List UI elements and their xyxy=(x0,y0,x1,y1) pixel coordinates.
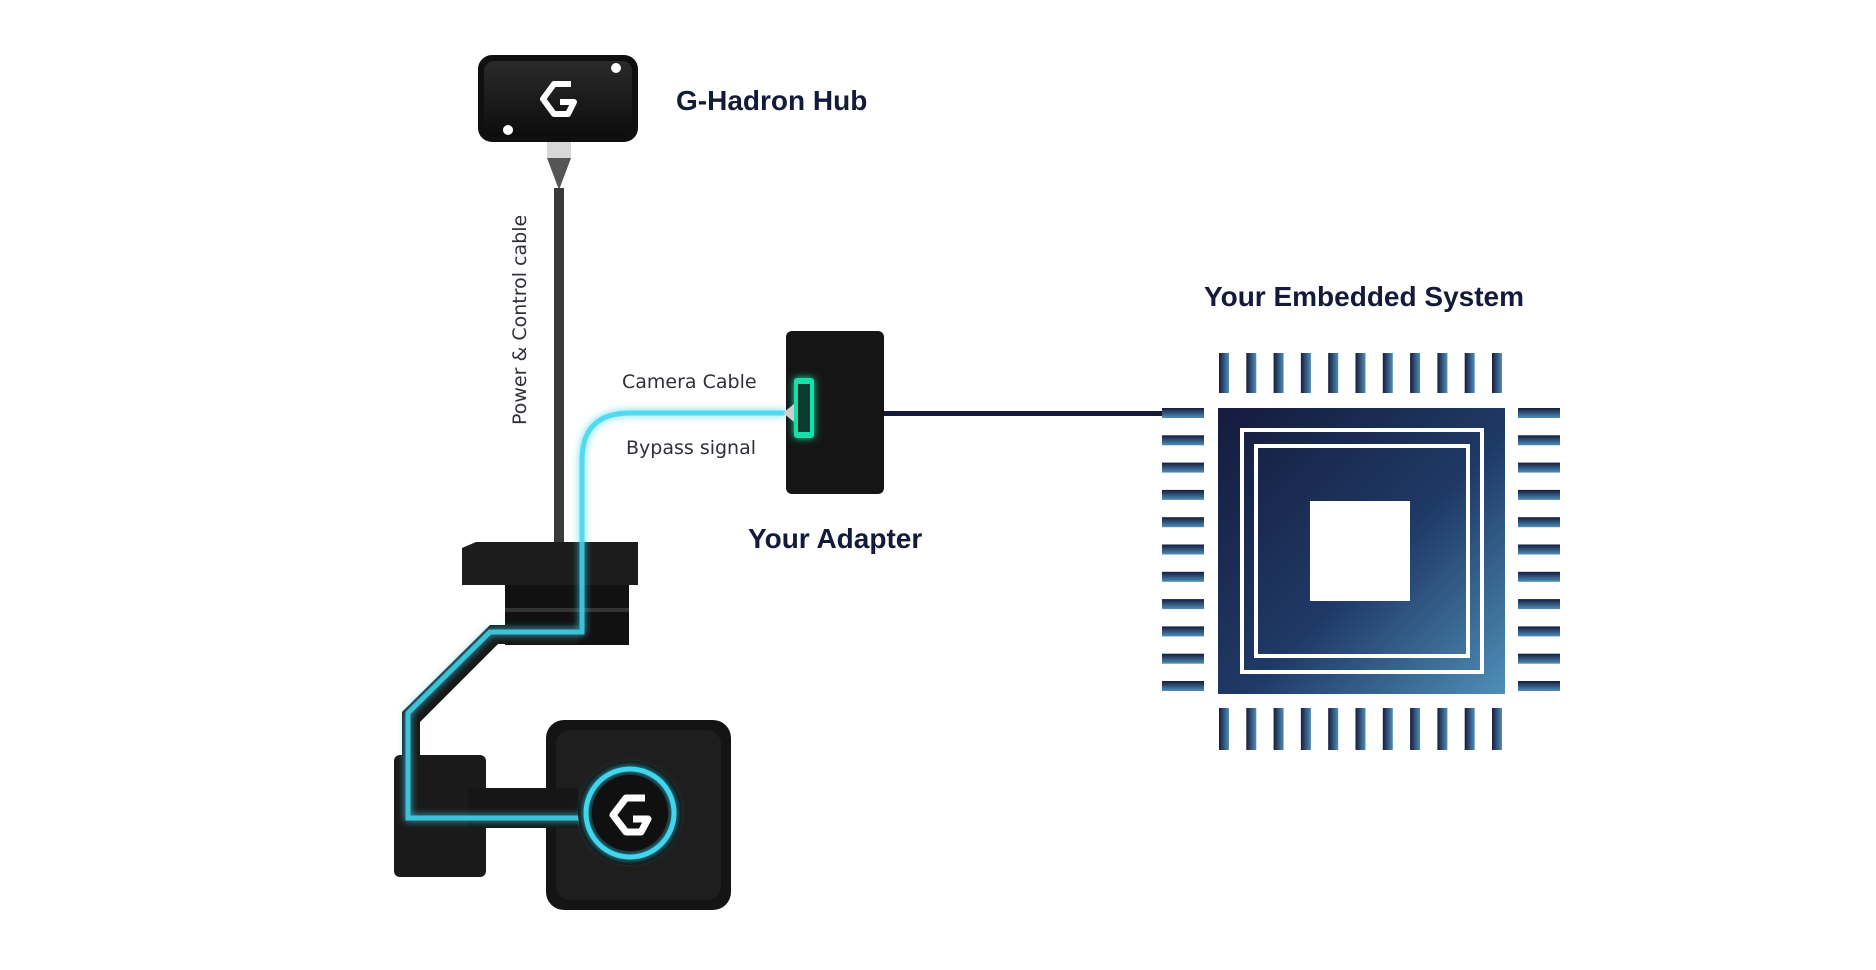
chip-pin-left xyxy=(1162,489,1204,500)
chip-pin-left xyxy=(1162,408,1204,418)
gimbal-camera xyxy=(394,410,785,910)
chip-pin-bottom xyxy=(1464,708,1475,750)
chip-pin-right xyxy=(1518,489,1560,500)
chip-pin-top xyxy=(1219,353,1229,393)
chip-pin-right xyxy=(1518,653,1560,664)
chip-pin-bottom xyxy=(1492,708,1502,750)
chip-pin-bottom xyxy=(1300,708,1311,750)
chip-pin-left xyxy=(1162,435,1204,446)
chip-pin-left xyxy=(1162,571,1204,582)
chip-icon xyxy=(1162,353,1560,750)
chip-pin-bottom xyxy=(1437,708,1448,750)
chip-pin-top xyxy=(1382,353,1393,393)
power-cable-label: Power & Control cable xyxy=(509,215,531,425)
bypass-signal-label: Bypass signal xyxy=(626,437,756,459)
g-logo-icon xyxy=(609,794,652,836)
chip-pin-top xyxy=(1328,353,1339,393)
chip-pin-left xyxy=(1162,681,1204,691)
power-control-cable xyxy=(554,188,564,543)
chip-pin-right xyxy=(1518,408,1560,418)
chip-pin-bottom xyxy=(1410,708,1421,750)
chip-pin-right xyxy=(1518,517,1560,528)
chip-outline-outer xyxy=(1240,428,1484,674)
adapter-to-system-line xyxy=(884,411,1164,416)
chip-pin-top xyxy=(1300,353,1311,393)
chip-pin-top xyxy=(1464,353,1475,393)
chip-pin-right xyxy=(1518,544,1560,555)
g-logo-icon xyxy=(540,81,577,117)
chip-pin-left xyxy=(1162,626,1204,637)
adapter-device xyxy=(783,331,884,494)
chip-pin-bottom xyxy=(1355,708,1366,750)
chip-pin-right xyxy=(1518,571,1560,582)
chip-pin-bottom xyxy=(1273,708,1284,750)
chip-outline-inner xyxy=(1254,444,1470,658)
chip-pin-top xyxy=(1355,353,1366,393)
camera-cable-label: Camera Cable xyxy=(622,371,757,393)
chip-pin-left xyxy=(1162,653,1204,664)
chip-pin-right xyxy=(1518,435,1560,446)
chip-pin-right xyxy=(1518,599,1560,610)
chip-pin-top xyxy=(1492,353,1502,393)
hub-device xyxy=(478,55,638,190)
chip-pin-top xyxy=(1410,353,1421,393)
chip-pin-bottom xyxy=(1219,708,1229,750)
chip-pin-bottom xyxy=(1246,708,1257,750)
adapter-label: Your Adapter xyxy=(748,523,922,554)
chip-pin-bottom xyxy=(1382,708,1393,750)
chip-pin-top xyxy=(1273,353,1284,393)
chip-pin-right xyxy=(1518,681,1560,691)
hub-label: G-Hadron Hub xyxy=(676,85,867,116)
chip-die xyxy=(1310,501,1410,601)
chip-pin-left xyxy=(1162,544,1204,555)
chip-pin-right xyxy=(1518,626,1560,637)
chip-pin-left xyxy=(1162,599,1204,610)
chip-pin-left xyxy=(1162,462,1204,473)
chip-pin-top xyxy=(1246,353,1257,393)
chip-pin-bottom xyxy=(1328,708,1339,750)
chip-pin-top xyxy=(1437,353,1448,393)
camera-cable-glow xyxy=(405,410,785,821)
chip-pin-left xyxy=(1162,517,1204,528)
chip-pin-right xyxy=(1518,462,1560,473)
embedded-system-label: Your Embedded System xyxy=(1204,281,1524,312)
